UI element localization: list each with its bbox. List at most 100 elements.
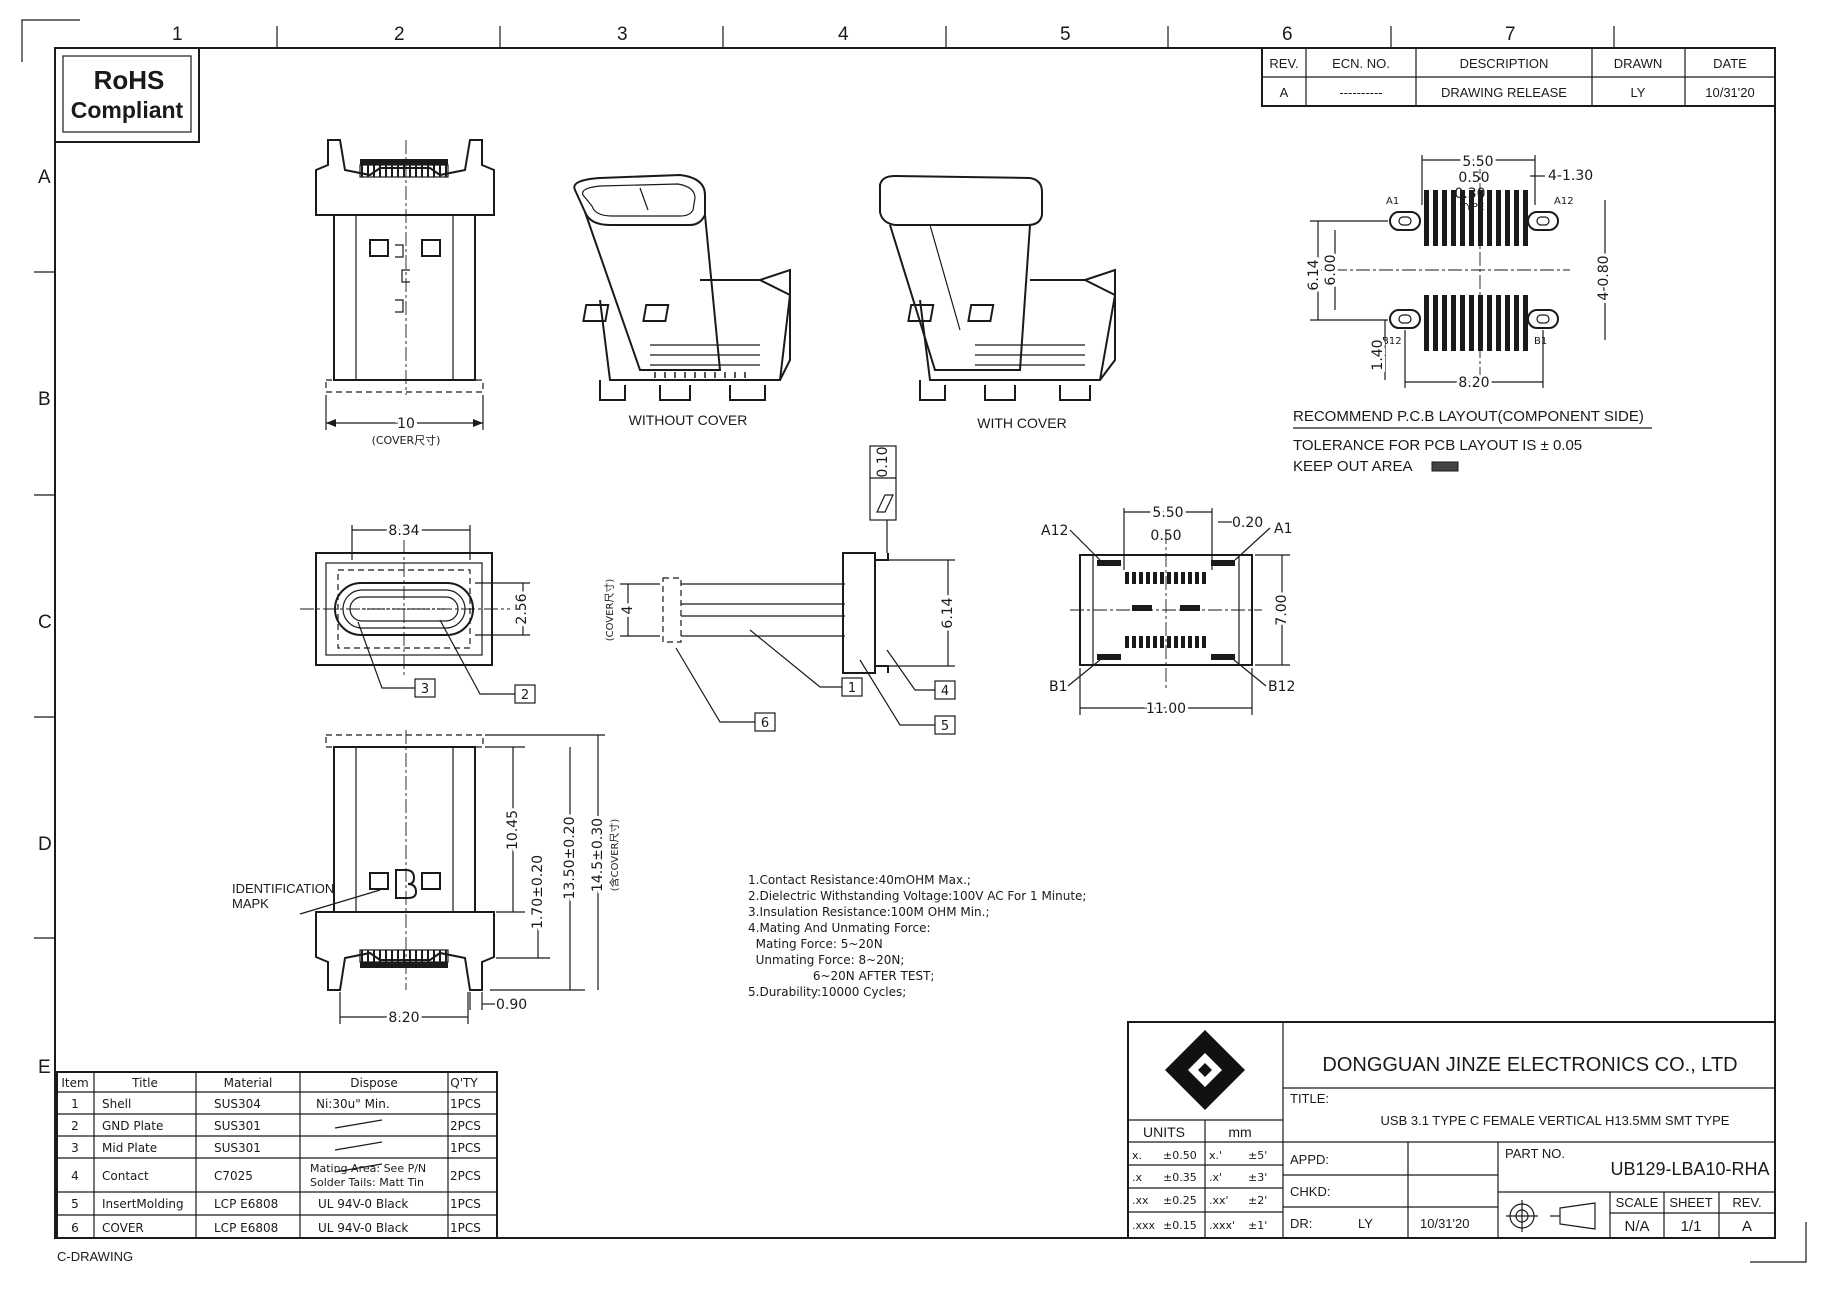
identification-mark-line1: IDENTIFICATION xyxy=(232,881,334,896)
iso-view-without-cover: WITHOUT COVER xyxy=(573,173,792,428)
bottom-dim-8-34: 8.34 xyxy=(388,523,419,539)
pcb-notes: RECOMMEND P.C.B LAYOUT(COMPONENT SIDE) T… xyxy=(1293,408,1652,475)
bom-r6-qty: 1PCS xyxy=(450,1221,481,1235)
land-pin-b12: B12 xyxy=(1268,679,1295,695)
pcb-pads-top-row xyxy=(1424,190,1528,246)
rev-header-ecn: ECN. NO. xyxy=(1332,56,1390,71)
land-pattern-view: 5.50 5.50 0.50 0.20 A12 A1 B1 B12 11.00 … xyxy=(1041,502,1295,720)
svg-text:8.34: 8.34 xyxy=(388,523,419,539)
bom-r2-material: SUS301 xyxy=(214,1119,261,1133)
rev-header-date: DATE xyxy=(1713,56,1747,71)
bottom-view: 8.34 8.34 2.56 2.56 3 2 xyxy=(300,520,536,704)
side-view: 6.14 6.14 0.10 4 4 (COVER尺寸) 1 4 5 6 xyxy=(603,445,959,735)
zone-number-1: 1 xyxy=(172,24,183,45)
side-dim-6-14: 6.14 xyxy=(940,597,956,628)
rev-row-rev: A xyxy=(1280,85,1289,100)
land-pin-a1: A1 xyxy=(1274,521,1292,537)
balloon-6: 6 xyxy=(761,716,769,731)
tol-2-c: .x' xyxy=(1209,1171,1222,1184)
pcb-dim-5-50: 5.50 xyxy=(1462,154,1493,170)
pcb-pads-bottom-row xyxy=(1424,295,1528,351)
balloon-5: 5 xyxy=(941,719,949,734)
tol-1-c: x.' xyxy=(1209,1149,1222,1162)
dr-label: DR: xyxy=(1290,1216,1312,1231)
bom-r2-item: 2 xyxy=(71,1119,79,1133)
svg-text:10.45: 10.45 xyxy=(505,810,521,850)
front-dim-10-45: 10.45 xyxy=(505,810,521,850)
bom-table xyxy=(56,1071,498,1239)
svg-text:6.14: 6.14 xyxy=(940,597,956,628)
svg-text:5.50: 5.50 xyxy=(1462,154,1493,170)
bom-r3-title: Mid Plate xyxy=(102,1141,157,1155)
corner-mark-top-left xyxy=(21,19,80,62)
bom-h-qty: Q'TY xyxy=(450,1076,478,1090)
bom-r3-item: 3 xyxy=(71,1141,79,1155)
rev-label: REV. xyxy=(1732,1195,1761,1210)
land-dim-0-20: 0.20 xyxy=(1232,515,1263,531)
keepout-swatch xyxy=(1431,461,1459,472)
bom-header-row: Item Title Material Dispose Q'TY xyxy=(61,1076,478,1090)
bom-r5-dispose: UL 94V-0 Black xyxy=(318,1197,408,1211)
pcb-layout-view: 5.50 5.50 0.50 0.30 TYPE 4-1.30 A1 A12 B… xyxy=(1303,151,1615,394)
rev-row-description: DRAWING RELEASE xyxy=(1441,85,1567,100)
land-dim-0-50: 0.50 xyxy=(1150,528,1181,544)
dim-cover-note: (COVER尺寸) xyxy=(372,433,441,447)
tol-1-a: x. xyxy=(1132,1149,1142,1162)
zone-number-4: 4 xyxy=(838,24,849,45)
company-logo xyxy=(1165,1030,1245,1110)
iso-caption-without-cover: WITHOUT COVER xyxy=(629,412,748,428)
drawing-title: USB 3.1 TYPE C FEMALE VERTICAL H13.5MM S… xyxy=(1381,1113,1730,1128)
tolerance-table: x. ±0.50 x.' ±5' .x ±0.35 .x' ±3' .xx ±0… xyxy=(1132,1149,1267,1232)
pcb-dim-1-40: 1.40 xyxy=(1370,339,1386,370)
bom-r6-material: LCP E6808 xyxy=(214,1221,278,1235)
bom-r4-item: 4 xyxy=(71,1169,79,1183)
spec-note-2: 2.Dielectric Withstanding Voltage:100V A… xyxy=(748,889,1086,903)
corner-mark-bottom-right xyxy=(1750,1222,1807,1263)
svg-text:1.40: 1.40 xyxy=(1370,339,1386,370)
rohs-line2: Compliant xyxy=(71,97,184,123)
svg-text:1.70±0.20: 1.70±0.20 xyxy=(530,855,546,929)
spec-note-4: 4.Mating And Unmating Force: xyxy=(748,921,931,935)
pcb-notes-title: RECOMMEND P.C.B LAYOUT(COMPONENT SIDE) xyxy=(1293,408,1644,425)
tol-2-b: ±0.35 xyxy=(1163,1171,1197,1184)
tol-3-c: .xx' xyxy=(1209,1194,1229,1207)
front-view-top: 10 10 (COVER尺寸) xyxy=(315,139,495,447)
side-dim-cover-note: (COVER尺寸) xyxy=(603,579,616,642)
zone-letter-a: A xyxy=(38,167,51,188)
spec-note-8: 5.Durability:10000 Cycles; xyxy=(748,985,906,999)
bom-r5-title: InsertMolding xyxy=(102,1197,184,1211)
front-dim-14-5: 14.5±0.30 xyxy=(590,818,606,892)
bom-r5-qty: 1PCS xyxy=(450,1197,481,1211)
pcb-dim-4-1-30: 4-1.30 xyxy=(1548,168,1593,184)
land-pins-bottom xyxy=(1125,636,1206,648)
svg-text:2.56: 2.56 xyxy=(514,593,530,624)
land-pin-a12: A12 xyxy=(1041,523,1068,539)
pcb-dim-6-00: 6.00 xyxy=(1323,254,1339,285)
rohs-badge: RoHS Compliant xyxy=(54,47,200,143)
projection-symbol xyxy=(1506,1200,1596,1232)
pcb-notes-keepout: KEEP OUT AREA xyxy=(1293,458,1413,475)
spec-notes: 1.Contact Resistance:40mOHM Max.; 2.Diel… xyxy=(748,873,1086,999)
units-value: mm xyxy=(1228,1124,1251,1140)
svg-text:8.20: 8.20 xyxy=(388,1010,419,1026)
bom-h-item: Item xyxy=(61,1076,88,1090)
zone-letter-e: E xyxy=(38,1057,51,1078)
title-label: TITLE: xyxy=(1290,1091,1329,1106)
svg-text:8.20: 8.20 xyxy=(1458,375,1489,391)
side-dim-4: 4 xyxy=(620,605,636,614)
iso-view-with-cover: WITH COVER xyxy=(879,174,1117,431)
bom-r4-title: Contact xyxy=(102,1169,149,1183)
bom-r1-dispose: Ni:30u" Min. xyxy=(316,1097,390,1111)
land-dim-11-00: 11.00 xyxy=(1146,701,1186,717)
spec-note-3: 3.Insulation Resistance:100M OHM Min.; xyxy=(748,905,990,919)
rev-row-drawn: LY xyxy=(1631,85,1646,100)
scale-label: SCALE xyxy=(1616,1195,1659,1210)
sheet-label: SHEET xyxy=(1669,1195,1712,1210)
rohs-line1: RoHS xyxy=(94,65,165,95)
bom-r1-item: 1 xyxy=(71,1097,79,1111)
identification-mark-line2: MAPK xyxy=(232,896,269,911)
pcb-dim-0-30: 0.30 xyxy=(1454,186,1485,202)
zone-number-5: 5 xyxy=(1060,24,1071,45)
zone-ticks-left xyxy=(34,271,55,939)
scale-value: N/A xyxy=(1624,1218,1649,1235)
